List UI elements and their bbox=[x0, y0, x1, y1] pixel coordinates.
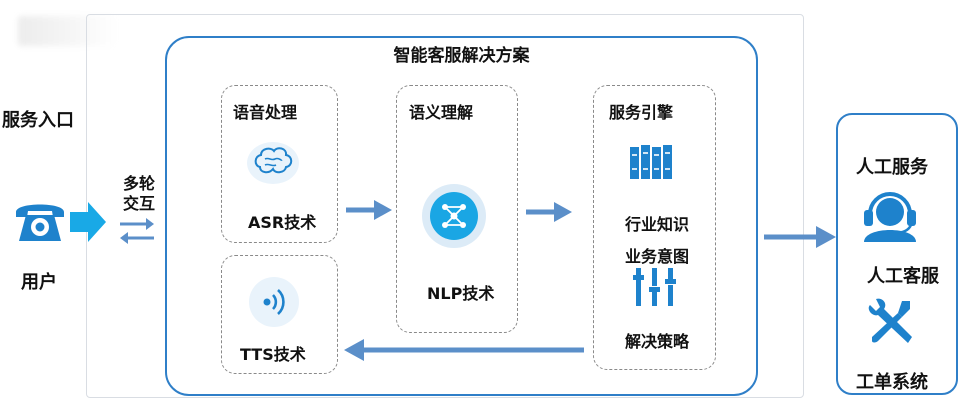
human-service-title: 人工服务 bbox=[856, 157, 928, 178]
tts-label: TTS技术 bbox=[240, 345, 306, 364]
arrow-engine-to-tts bbox=[344, 337, 584, 367]
human-service-box bbox=[836, 113, 958, 395]
arrow-speech-to-nlp bbox=[346, 198, 392, 226]
human-agent-label: 人工客服 bbox=[867, 266, 939, 287]
headset-agent-icon bbox=[858, 186, 922, 246]
solution-strategy-label: 解决策略 bbox=[625, 332, 690, 351]
outer-frame bbox=[86, 14, 804, 398]
ticket-system-label: 工单系统 bbox=[856, 372, 928, 393]
brain-icon bbox=[245, 140, 301, 190]
blurred-logo bbox=[18, 16, 118, 46]
asr-label: ASR技术 bbox=[248, 213, 317, 232]
tools-icon bbox=[868, 297, 918, 351]
solution-box bbox=[165, 36, 758, 396]
user-label: 用户 bbox=[21, 272, 57, 293]
sliders-icon bbox=[632, 266, 684, 312]
service-entry-label: 服务入口 bbox=[2, 110, 74, 131]
phone-icon bbox=[12, 196, 68, 250]
speech-processing-box bbox=[221, 85, 338, 243]
multi-turn-label-2: 交互 bbox=[123, 194, 156, 213]
books-icon bbox=[630, 145, 676, 183]
bidirectional-arrows-icon bbox=[118, 216, 156, 250]
service-engine-box bbox=[593, 85, 716, 370]
audio-wave-icon bbox=[247, 275, 301, 333]
nlp-label: NLP技术 bbox=[427, 284, 495, 303]
service-engine-title: 服务引擎 bbox=[609, 103, 674, 122]
network-icon bbox=[421, 183, 487, 253]
speech-processing-title: 语音处理 bbox=[233, 103, 298, 122]
multi-turn-label-1: 多轮 bbox=[123, 174, 156, 193]
entry-arrow-icon bbox=[70, 202, 106, 246]
solution-title: 智能客服解决方案 bbox=[393, 46, 530, 66]
arrow-nlp-to-engine bbox=[526, 200, 572, 228]
business-intent-label: 业务意图 bbox=[625, 247, 690, 266]
tts-box bbox=[221, 255, 338, 374]
industry-knowledge-label: 行业知识 bbox=[625, 215, 690, 234]
semantic-understanding-title: 语义理解 bbox=[409, 103, 474, 122]
semantic-understanding-box bbox=[396, 85, 518, 333]
arrow-to-human-service bbox=[764, 224, 836, 254]
